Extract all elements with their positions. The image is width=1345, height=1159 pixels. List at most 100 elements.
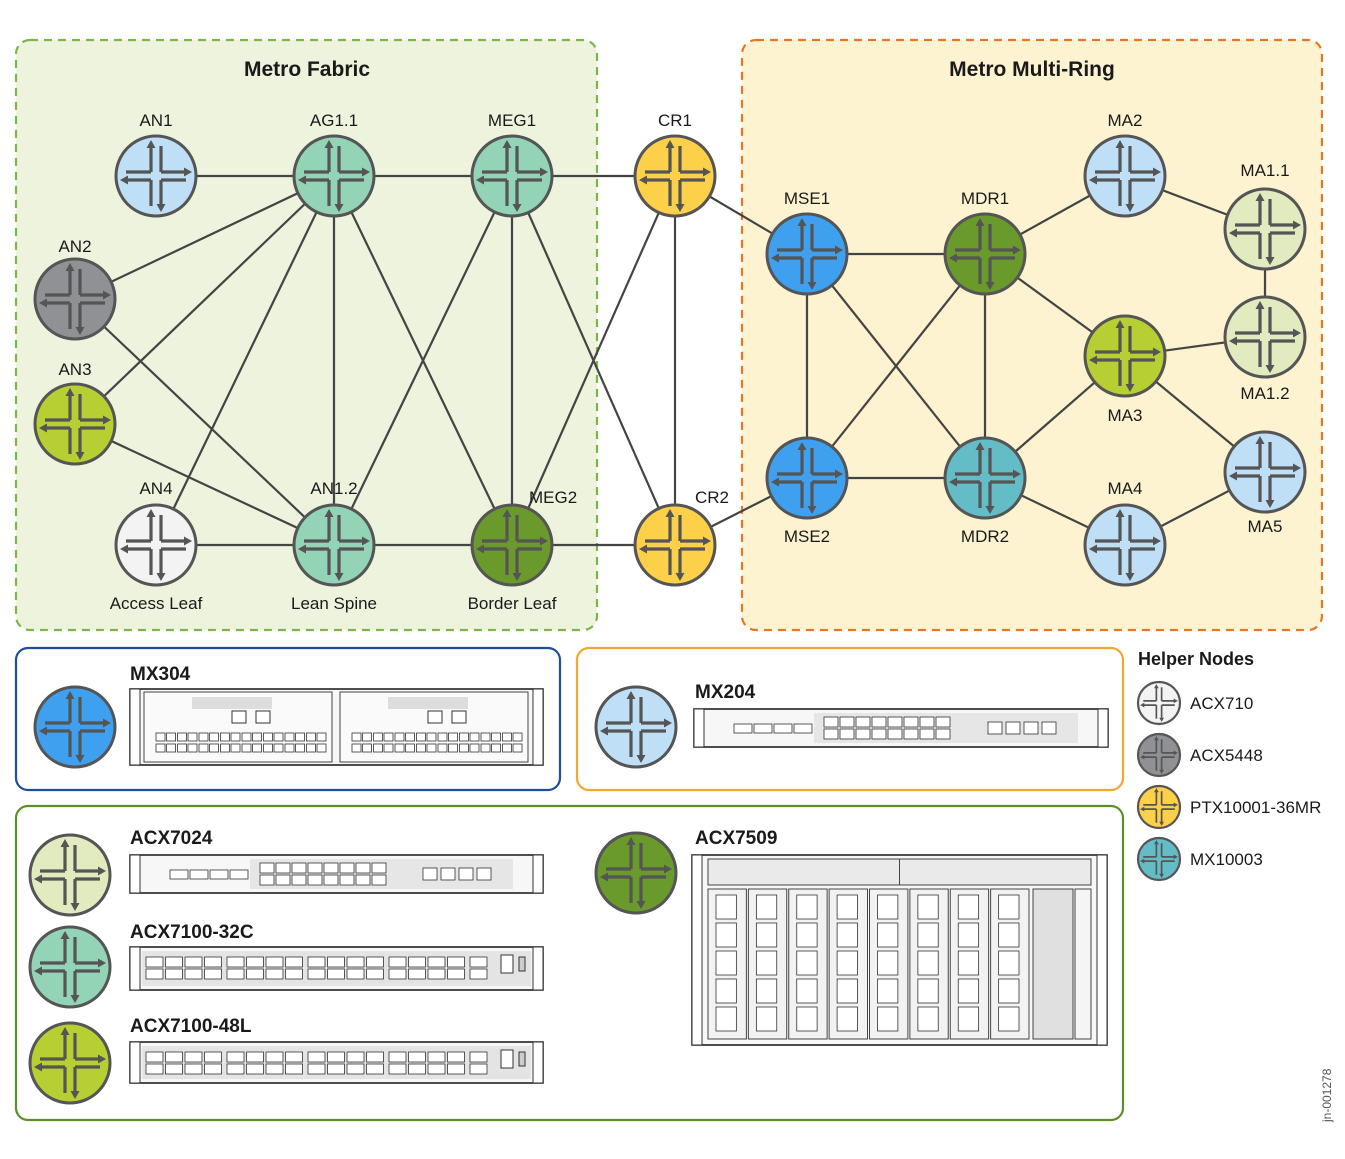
node-an2[interactable]: AN2 bbox=[33, 237, 117, 341]
router-icon bbox=[1136, 784, 1182, 830]
router-icon bbox=[1083, 314, 1167, 398]
metro-multi-ring-title: Metro Multi-Ring bbox=[949, 58, 1115, 81]
router-icon bbox=[1083, 134, 1167, 218]
legend-item-mx10003: MX10003 bbox=[1136, 836, 1263, 882]
node-circle bbox=[1223, 295, 1307, 379]
router-icon bbox=[1083, 503, 1167, 587]
node-an3[interactable]: AN3 bbox=[33, 360, 117, 466]
node-cr1[interactable]: CR1 bbox=[633, 111, 717, 218]
link-an2-ag1-1 bbox=[74, 175, 335, 300]
node-label: CR1 bbox=[658, 111, 692, 130]
legend-item-acx5448: ACX5448 bbox=[1136, 732, 1263, 778]
chassis-illustration bbox=[129, 854, 544, 894]
node-role-label: Lean Spine bbox=[291, 594, 377, 613]
node-circle bbox=[943, 436, 1027, 520]
node-circle bbox=[765, 212, 849, 296]
node-ma2[interactable]: MA2 bbox=[1083, 111, 1167, 218]
helper-nodes-title: Helper Nodes bbox=[1138, 649, 1254, 669]
node-mdr2[interactable]: MDR2 bbox=[943, 436, 1027, 546]
node-circle bbox=[114, 503, 198, 587]
node-circle bbox=[1136, 836, 1182, 882]
router-icon bbox=[470, 134, 554, 218]
router-icon bbox=[594, 831, 678, 915]
node-ma1-2[interactable]: MA1.2 bbox=[1223, 295, 1307, 403]
node-circle bbox=[33, 382, 117, 466]
node-ma5[interactable]: MA5 bbox=[1223, 430, 1307, 536]
figure-id: jn-001278 bbox=[1320, 1068, 1334, 1123]
node-mdr1[interactable]: MDR1 bbox=[943, 189, 1027, 296]
device-name: ACX7024 bbox=[130, 828, 213, 849]
router-icon bbox=[292, 134, 376, 218]
link-an3-ag1-1 bbox=[74, 175, 335, 425]
node-circle bbox=[1136, 680, 1182, 726]
router-icon bbox=[114, 503, 198, 587]
node-mse1[interactable]: MSE1 bbox=[765, 189, 849, 296]
chassis-illustration bbox=[129, 1041, 544, 1084]
device-mx304: MX304 bbox=[33, 664, 544, 769]
node-label: MA4 bbox=[1108, 479, 1143, 498]
node-label: MA3 bbox=[1108, 406, 1143, 425]
router-icon bbox=[633, 134, 717, 218]
link-meg2-cr1 bbox=[510, 175, 677, 546]
node-label: AG1.1 bbox=[310, 111, 358, 130]
link-mse2-mdr1 bbox=[806, 253, 986, 479]
node-label: MA1.1 bbox=[1240, 161, 1289, 180]
node-ma4[interactable]: MA4 bbox=[1083, 479, 1167, 587]
chassis-illustration bbox=[693, 708, 1109, 748]
node-ma3[interactable]: MA3 bbox=[1083, 314, 1167, 425]
device-name: MX204 bbox=[695, 682, 756, 703]
node-label: MEG1 bbox=[488, 111, 536, 130]
node-circle bbox=[1223, 430, 1307, 514]
node-circle bbox=[765, 436, 849, 520]
node-role-label: Access Leaf bbox=[110, 594, 203, 613]
node-label: CR2 bbox=[695, 488, 729, 507]
legend-item-ptx10001-36mr: PTX10001-36MR bbox=[1136, 784, 1321, 830]
node-meg1[interactable]: MEG1 bbox=[470, 111, 554, 218]
node-role-label: Border Leaf bbox=[468, 594, 557, 613]
node-label: MSE1 bbox=[784, 189, 830, 208]
device-acx7024: ACX7024 bbox=[28, 828, 544, 917]
node-circle bbox=[1136, 784, 1182, 830]
node-label: MA5 bbox=[1248, 517, 1283, 536]
node-circle bbox=[594, 831, 678, 915]
router-icon bbox=[594, 685, 678, 769]
router-icon bbox=[633, 503, 717, 587]
node-circle bbox=[292, 134, 376, 218]
router-icon bbox=[765, 212, 849, 296]
link-an2-an1-2 bbox=[74, 298, 335, 546]
node-circle bbox=[28, 1021, 112, 1105]
device-acx7100-48l: ACX7100-48L bbox=[28, 1016, 544, 1105]
router-icon bbox=[1136, 732, 1182, 778]
node-ma1-1[interactable]: MA1.1 bbox=[1223, 161, 1307, 271]
device-acx7100-32c: ACX7100-32C bbox=[28, 922, 544, 1009]
node-circle bbox=[1083, 314, 1167, 398]
router-icon bbox=[943, 212, 1027, 296]
router-icon bbox=[33, 685, 117, 769]
node-label: AN3 bbox=[58, 360, 91, 379]
chassis-illustration bbox=[691, 854, 1108, 1046]
device-mx204: MX204 bbox=[594, 682, 1109, 769]
router-icon bbox=[33, 382, 117, 466]
node-cr2[interactable]: CR2 bbox=[633, 488, 729, 587]
device-acx7509: ACX7509 bbox=[594, 828, 1108, 1046]
legend-label: ACX5448 bbox=[1190, 746, 1263, 765]
node-an1[interactable]: AN1 bbox=[114, 111, 198, 218]
router-icon bbox=[28, 1021, 112, 1105]
node-circle bbox=[470, 503, 554, 587]
node-circle bbox=[33, 685, 117, 769]
node-mse2[interactable]: MSE2 bbox=[765, 436, 849, 546]
metro-multi-ring-region bbox=[740, 38, 1324, 632]
node-circle bbox=[28, 925, 112, 1009]
chassis-illustration bbox=[129, 946, 544, 991]
router-icon bbox=[765, 436, 849, 520]
legend-label: MX10003 bbox=[1190, 850, 1263, 869]
node-label: MDR2 bbox=[961, 527, 1009, 546]
node-ag1-1[interactable]: AG1.1 bbox=[292, 111, 376, 218]
legend-item-acx710: ACX710 bbox=[1136, 680, 1253, 726]
node-circle bbox=[114, 134, 198, 218]
